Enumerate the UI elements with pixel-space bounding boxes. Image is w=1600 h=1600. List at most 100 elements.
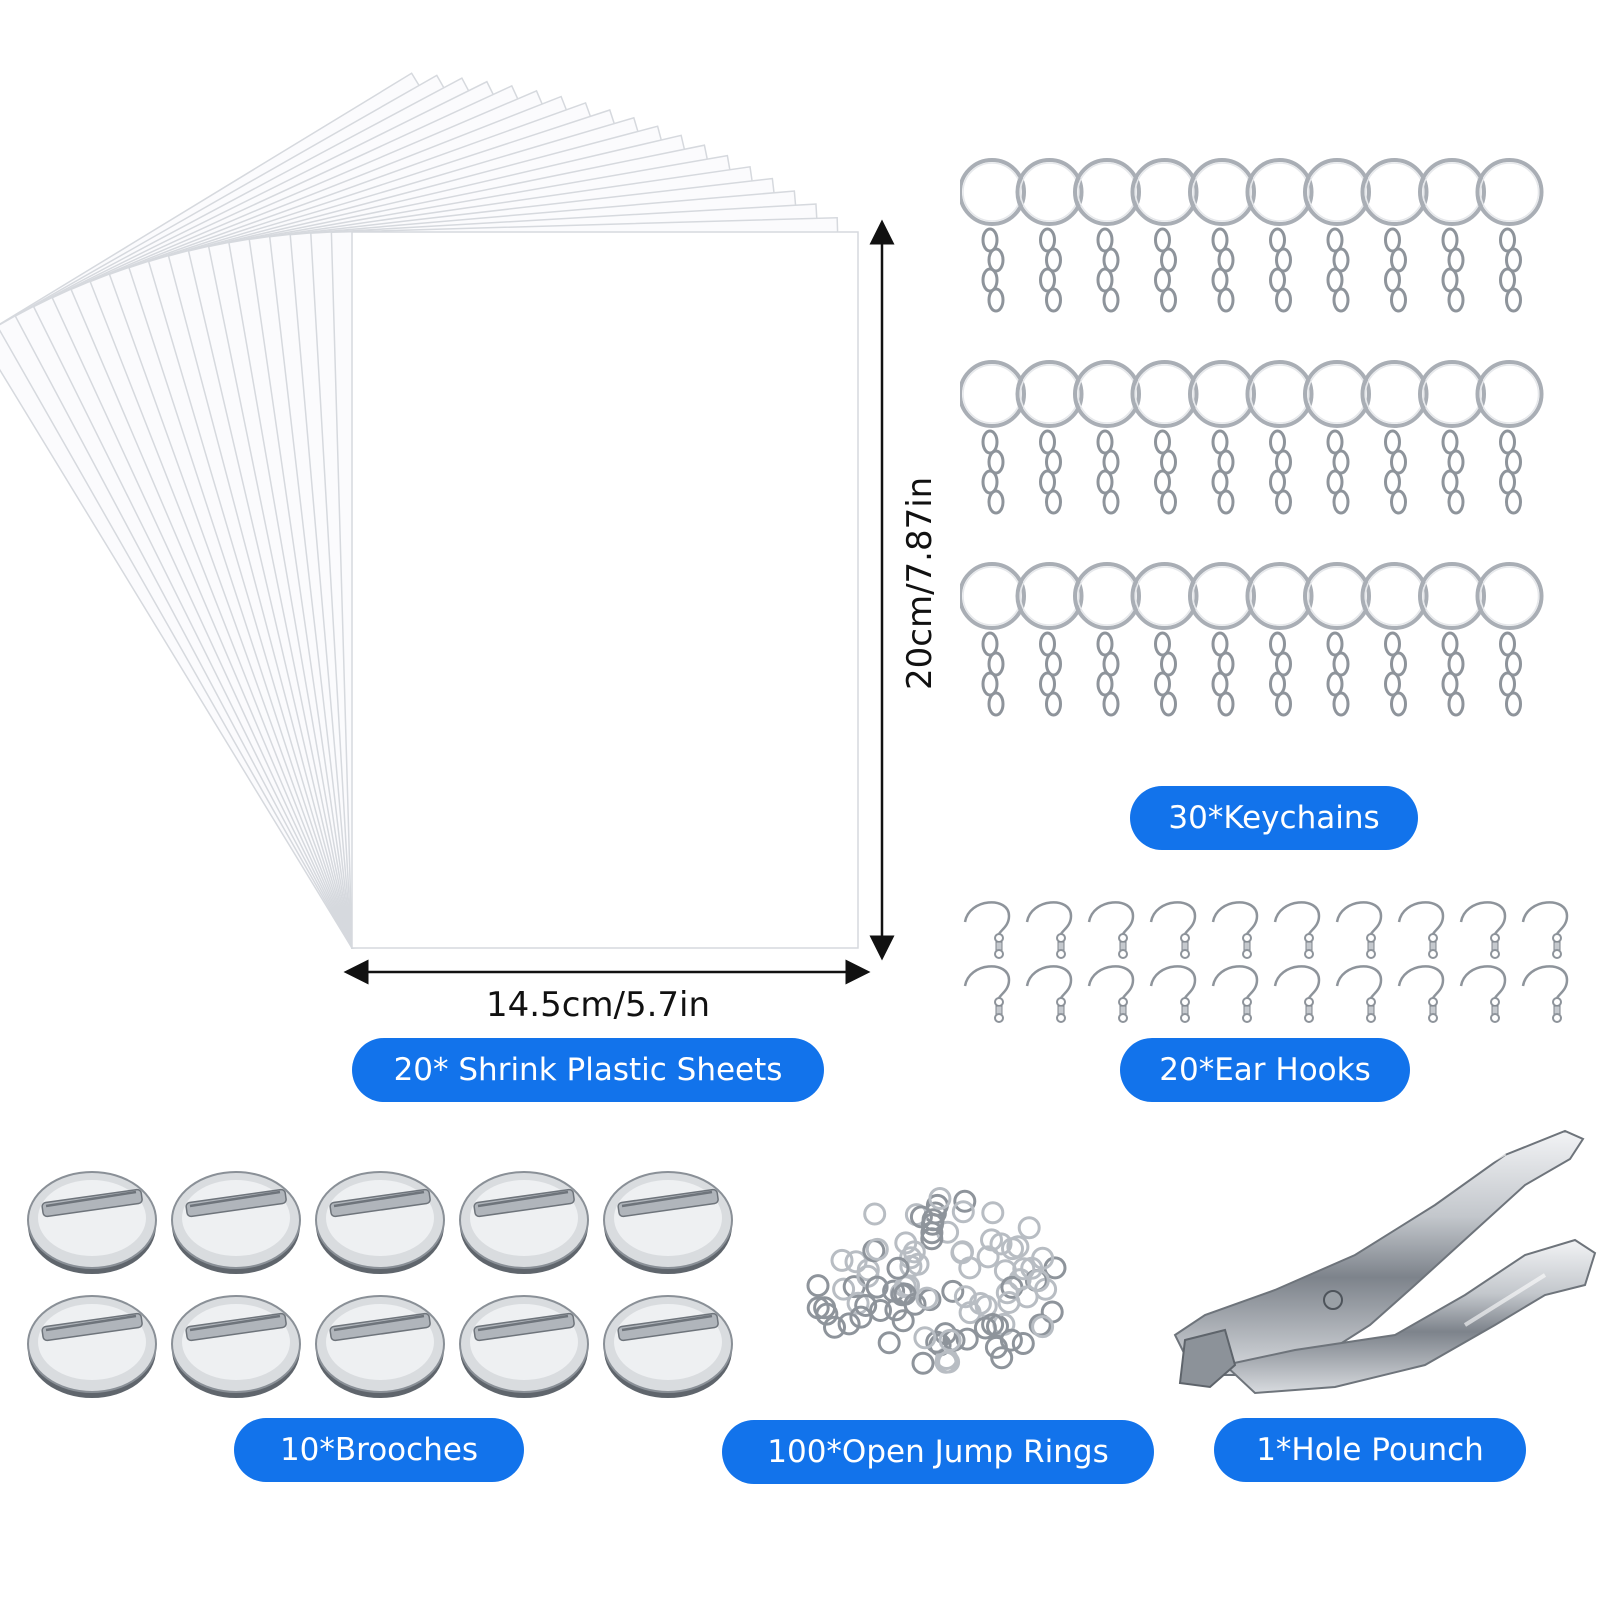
keyring-chain-icon xyxy=(1475,158,1544,313)
jump-ring-icon xyxy=(886,1256,910,1280)
keyring-chain-icon xyxy=(1073,562,1141,717)
jump-ring-icon xyxy=(938,1328,962,1352)
keyring-chain-icon xyxy=(1475,360,1544,515)
jump-ring-icon xyxy=(941,1279,965,1303)
keyring-chain-icon xyxy=(1245,360,1314,515)
keyring-chain-icon xyxy=(1188,360,1256,515)
jump-ring-icon xyxy=(953,1189,977,1213)
jump-ring-icon xyxy=(837,1312,861,1336)
brooch-pin-icon xyxy=(171,1171,301,1274)
jump-ring-icon xyxy=(806,1274,830,1298)
keyring-chain-icon xyxy=(1360,158,1429,313)
jump-ring-icon xyxy=(865,1237,889,1261)
jump-ring-icon xyxy=(981,1201,1005,1225)
jump-ring-icon xyxy=(928,1187,952,1210)
jump-ring-icon xyxy=(953,1285,977,1309)
ear-hooks-group xyxy=(963,901,1569,1023)
earring-hook-icon xyxy=(1459,901,1507,959)
hole-punch-icon xyxy=(1173,1129,1597,1395)
jump-ring-icon xyxy=(832,1277,856,1301)
jump-ring-icon xyxy=(854,1294,878,1317)
jump-ring-icon xyxy=(909,1205,933,1229)
keyring-chain-icon xyxy=(1130,158,1199,313)
brooch-pin-icon xyxy=(459,1171,589,1274)
keyring-chain-icon xyxy=(1418,562,1486,717)
brooch-pin-icon xyxy=(171,1295,301,1398)
keyring-chain-icon xyxy=(1303,158,1371,313)
keyring-chain-icon xyxy=(1015,158,1084,313)
ear-hooks-label-badge: 20*Ear Hooks xyxy=(1120,1038,1410,1102)
hole-punch-label-badge: 1*Hole Pounch xyxy=(1214,1418,1526,1482)
jump-ring-icon xyxy=(830,1248,854,1272)
earring-hook-icon xyxy=(1459,965,1507,1023)
earring-hook-icon xyxy=(1211,965,1259,1023)
brooches-label-badge: 10*Brooches xyxy=(234,1418,524,1482)
jump-ring-icon xyxy=(844,1250,868,1274)
keyring-chain-icon xyxy=(960,562,1026,717)
jump-ring-icon xyxy=(899,1254,923,1278)
jump-ring-icon xyxy=(951,1200,975,1224)
brooches-group xyxy=(27,1171,733,1398)
keyring-chain-icon xyxy=(1245,158,1314,313)
jump-rings-pile xyxy=(806,1187,1067,1375)
jump-rings-label-badge: 100*Open Jump Rings xyxy=(722,1420,1154,1484)
jump-ring-icon xyxy=(980,1228,1003,1252)
keyring-chain-icon xyxy=(1130,360,1199,515)
jump-ring-icon xyxy=(925,1330,949,1354)
jump-ring-icon xyxy=(973,1316,997,1340)
jump-ring-icon xyxy=(990,1346,1014,1370)
keyring-chain-icon xyxy=(1188,562,1256,717)
jump-ring-icon xyxy=(937,1350,961,1374)
jump-ring-icon xyxy=(915,1286,939,1310)
jump-ring-icon xyxy=(1011,1332,1035,1355)
jump-ring-icon xyxy=(1031,1315,1055,1339)
jump-ring-icon xyxy=(913,1326,937,1350)
jump-ring-icon xyxy=(955,1327,979,1351)
jump-ring-icon xyxy=(823,1315,846,1339)
earring-hook-icon xyxy=(1149,901,1197,959)
jump-ring-icon xyxy=(1006,1235,1030,1259)
keyring-chain-icon xyxy=(1245,562,1314,717)
earring-hook-icon xyxy=(1273,901,1321,959)
jump-ring-icon xyxy=(869,1299,892,1322)
sheets-label-badge: 20* Shrink Plastic Sheets xyxy=(352,1038,824,1102)
keyring-chain-icon xyxy=(1360,562,1429,717)
keyring-chain-icon xyxy=(1015,360,1084,515)
jump-ring-icon xyxy=(999,1328,1023,1352)
brooch-pin-icon xyxy=(27,1171,157,1274)
jump-ring-icon xyxy=(849,1305,873,1329)
keyring-chain-icon xyxy=(1303,562,1371,717)
keyring-chain-icon xyxy=(1188,158,1256,313)
brooch-pin-icon xyxy=(459,1295,589,1398)
earring-hook-icon xyxy=(1025,901,1073,959)
keyring-chain-icon xyxy=(1130,562,1199,717)
earring-hook-icon xyxy=(1273,965,1321,1023)
jump-ring-icon xyxy=(902,1240,926,1264)
keyring-chain-icon xyxy=(1073,360,1141,515)
sheet-height-label: 20cm/7.87in xyxy=(900,476,940,690)
keyring-chain-icon xyxy=(1418,158,1486,313)
earring-hook-icon xyxy=(1335,901,1383,959)
earring-hook-icon xyxy=(1149,965,1197,1023)
jump-ring-icon xyxy=(1040,1300,1064,1324)
keyring-chain-icon xyxy=(1418,360,1486,515)
jump-ring-icon xyxy=(920,1221,944,1245)
keyring-chain-icon xyxy=(1303,360,1371,515)
jump-ring-icon xyxy=(1015,1285,1039,1309)
jump-ring-icon xyxy=(976,1245,1000,1269)
keychains-label-badge: 30*Keychains xyxy=(1130,786,1418,850)
earring-hook-icon xyxy=(1335,965,1383,1023)
earring-hook-icon xyxy=(1521,901,1569,959)
keyring-chain-icon xyxy=(960,360,1026,515)
earring-hook-icon xyxy=(1521,965,1569,1023)
jump-ring-icon xyxy=(921,1208,945,1232)
jump-ring-icon xyxy=(877,1331,901,1355)
sheet-width-label: 14.5cm/5.7in xyxy=(486,985,711,1025)
keyring-chain-icon xyxy=(1015,562,1084,717)
earring-hook-icon xyxy=(963,965,1011,1023)
jump-ring-icon xyxy=(891,1309,915,1333)
keyring-chain-icon xyxy=(960,158,1026,313)
brooch-pin-icon xyxy=(603,1295,733,1398)
jump-ring-icon xyxy=(815,1302,839,1326)
earring-hook-icon xyxy=(1397,901,1445,959)
